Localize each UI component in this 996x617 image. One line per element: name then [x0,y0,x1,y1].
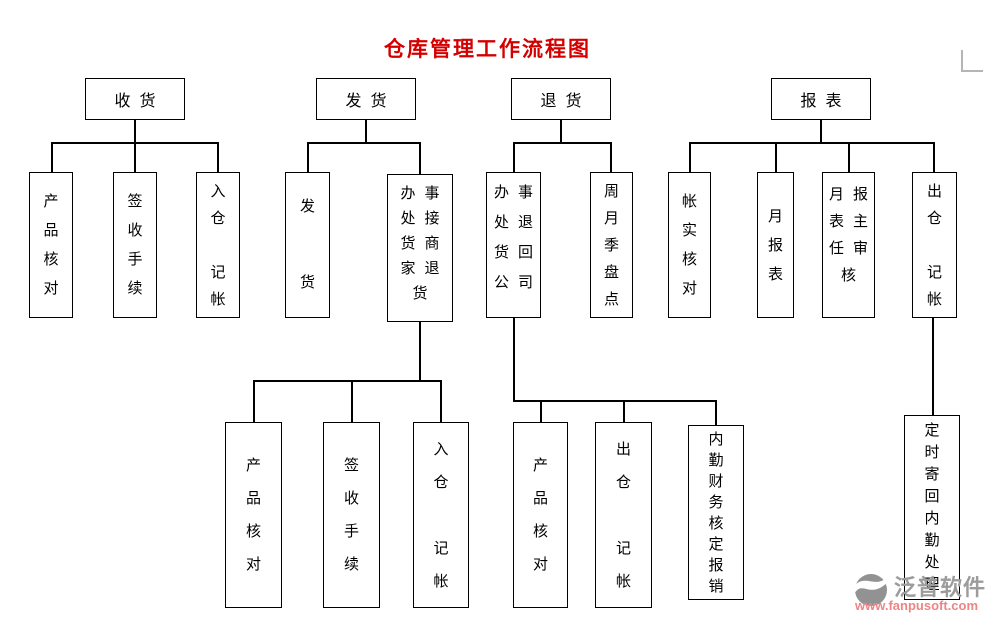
connector [513,318,515,400]
node-product-check-3: 产 品 核 对 [513,422,568,608]
node-office-return-to-company: 办事 处退 货回 公司 [486,172,541,318]
connector [689,142,691,172]
connector [820,120,822,142]
node-shipping: 发货 [316,78,416,120]
node-internal-finance-expense-approval: 内 勤 财 务 核 定 报 销 [688,425,744,600]
node-product-check-2: 产 品 核 对 [225,422,282,608]
connector [540,400,542,422]
node-product-check: 产 品 核 对 [29,172,73,318]
connector [775,142,777,172]
connector [134,142,136,172]
connector [689,142,934,144]
connector [933,142,935,172]
corner-mark-horizontal [961,70,983,72]
node-report-director-review: 月报 表主 任审 核 [822,172,875,318]
connector [610,142,612,172]
connector [51,142,53,172]
connector [307,142,309,172]
connector [513,400,716,402]
node-returns: 退货 [511,78,611,120]
connector [513,142,515,172]
connector [217,142,219,172]
node-receiving: 收货 [85,78,185,120]
node-scheduled-mail-back-internal: 定 时 寄 回 内 勤 处 理 [904,415,960,600]
node-warehouse-out-bookkeeping: 出 仓 记 帐 [912,172,957,318]
connector [134,120,136,142]
connector [848,142,850,172]
node-book-physical-check: 帐 实 核 对 [668,172,711,318]
watermark-url: www.fanpusoft.com [855,598,979,613]
connector [440,380,442,422]
node-office-receive-merchant-returns: 办事 处接 货商 家退 货 [387,174,453,322]
node-warehouse-in-bookkeeping: 入 仓 记 帐 [196,172,240,318]
connector [715,400,717,425]
connector [307,142,420,144]
node-ship-goods: 发 货 [285,172,330,318]
node-sign-receipt: 签 收 手 续 [113,172,157,318]
connector [253,380,255,422]
connector [365,120,367,142]
connector [623,400,625,422]
connector [419,142,421,174]
node-reports: 报表 [771,78,871,120]
corner-mark-vertical [961,50,963,72]
connector [513,142,611,144]
connector [253,380,441,382]
node-warehouse-out-bookkeeping-2: 出 仓 记 帐 [595,422,652,608]
watermark-brand: 泛普软件 [894,575,987,600]
connector [932,318,934,415]
node-warehouse-in-bookkeeping-2: 入 仓 记 帐 [413,422,469,608]
node-sign-receipt-2: 签 收 手 续 [323,422,380,608]
connector [351,380,353,422]
watermark-logo-icon [854,573,888,612]
connector [419,322,421,380]
page-title: 仓库管理工作流程图 [384,38,591,61]
watermark: 泛普软件 www.fanpusoft.com [852,570,994,616]
node-periodic-stocktake: 周 月 季 盘 点 [590,172,633,318]
connector [560,120,562,142]
node-monthly-report: 月 报 表 [757,172,794,318]
